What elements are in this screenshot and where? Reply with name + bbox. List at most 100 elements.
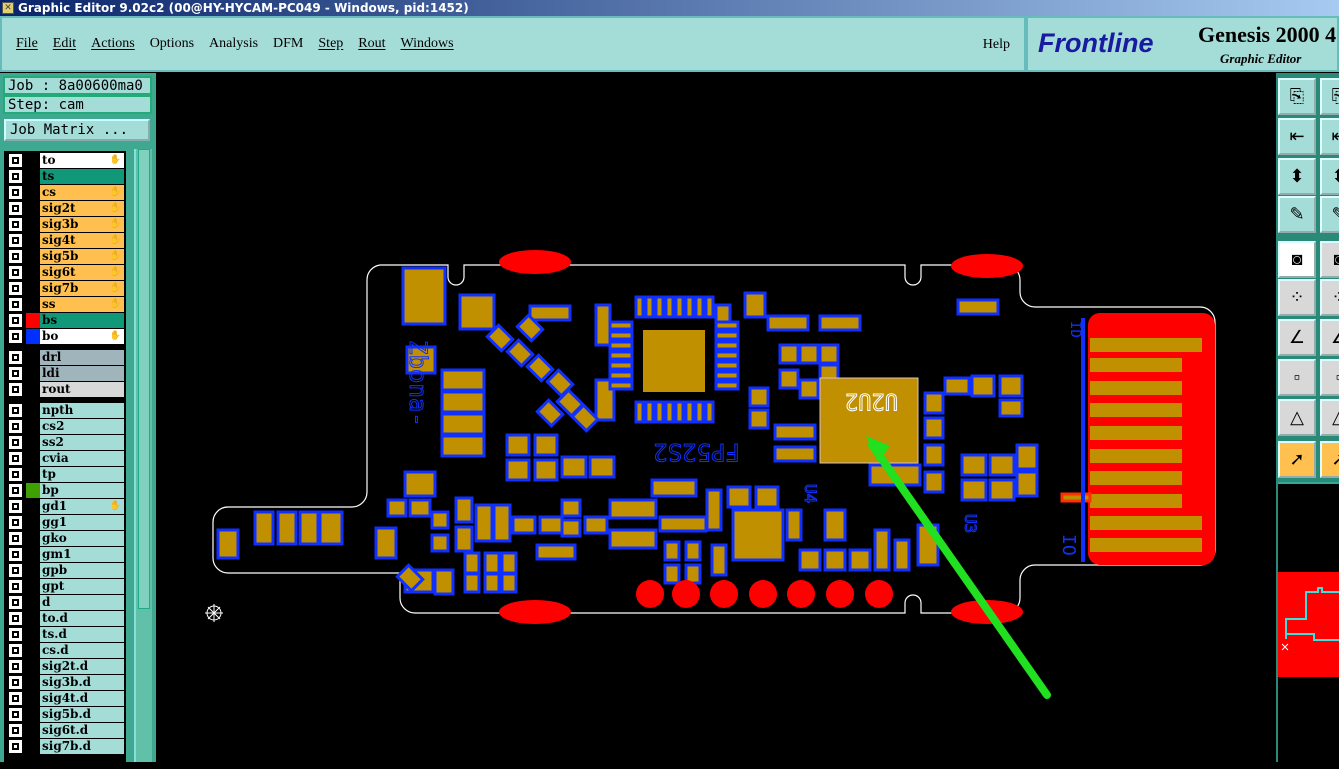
menu-options[interactable]: Options [149, 36, 195, 51]
layer-name[interactable]: bs [40, 313, 124, 328]
layer-row-ss2[interactable]: ss2 [6, 435, 124, 450]
layer-checkbox[interactable] [9, 708, 22, 721]
layer-name[interactable]: drl [40, 350, 124, 365]
triangle-button[interactable]: △ [1278, 399, 1316, 436]
layer-checkbox[interactable] [9, 596, 22, 609]
layer-name[interactable]: d [40, 595, 124, 610]
menu-actions[interactable]: Actions [91, 36, 135, 51]
layer-name[interactable]: to.d [40, 611, 124, 626]
layer-name[interactable]: gpt [40, 579, 124, 594]
scrollbar-thumb[interactable] [138, 149, 150, 609]
graphic-canvas[interactable]: U2U2 FP52S2 Zbona- IO ID U4 U3 [157, 73, 1275, 762]
layer-checkbox[interactable] [9, 580, 22, 593]
layer-row-sig4t.d[interactable]: sig4t.d [6, 691, 124, 706]
layer-row-sig5b.d[interactable]: sig5b.d [6, 707, 124, 722]
layer-name[interactable]: ts [40, 169, 124, 184]
triangle-button[interactable]: △ [1320, 399, 1339, 436]
layer-checkbox[interactable] [9, 724, 22, 737]
layer-row-cs.d[interactable]: cs.d [6, 643, 124, 658]
layer-checkbox[interactable] [9, 234, 22, 247]
menu-step[interactable]: Step [318, 36, 344, 51]
layer-row-cs2[interactable]: cs2 [6, 419, 124, 434]
menu-windows[interactable]: Windows [400, 36, 454, 51]
layer-row-cvia[interactable]: cvia [6, 451, 124, 466]
layer-name[interactable]: ss2 [40, 435, 124, 450]
layer-checkbox[interactable] [9, 250, 22, 263]
layer-name[interactable]: sig4t.d [40, 691, 124, 706]
menu-edit[interactable]: Edit [52, 36, 77, 51]
layer-checkbox[interactable] [9, 484, 22, 497]
layer-name[interactable]: cs2 [40, 419, 124, 434]
paste-button[interactable]: ⎘ [1278, 78, 1316, 115]
job-matrix-button[interactable]: Job Matrix ... [4, 119, 150, 141]
layer-checkbox[interactable] [9, 564, 22, 577]
layer-checkbox[interactable] [9, 436, 22, 449]
line-button[interactable]: ∠ [1278, 319, 1316, 356]
import-button[interactable]: ⇤ [1320, 118, 1339, 155]
layer-checkbox[interactable] [9, 740, 22, 753]
layer-checkbox[interactable] [9, 404, 22, 417]
layer-row-gg1[interactable]: gg1 [6, 515, 124, 530]
layer-checkbox[interactable] [9, 452, 22, 465]
layer-name[interactable]: sig6t.d [40, 723, 124, 738]
layer-row-sig4t[interactable]: sig4t✋ [6, 233, 124, 248]
menu-help[interactable]: Help [982, 37, 1010, 52]
layer-row-sig5b[interactable]: sig5b✋ [6, 249, 124, 264]
line-button[interactable]: ∠ [1320, 319, 1339, 356]
move-pad-button[interactable]: ▫ [1278, 359, 1316, 396]
palette-button[interactable]: ✎ [1278, 196, 1316, 233]
layer-row-rout[interactable]: rout [6, 382, 124, 397]
layer-name[interactable]: bp [40, 483, 124, 498]
layer-checkbox[interactable] [9, 660, 22, 673]
layer-row-bo[interactable]: bo✋ [6, 329, 124, 344]
layer-name[interactable]: sig6t✋ [40, 265, 124, 280]
layer-row-to[interactable]: to✋ [6, 153, 124, 168]
layer-checkbox[interactable] [9, 266, 22, 279]
layer-checkbox[interactable] [9, 468, 22, 481]
layer-checkbox[interactable] [9, 548, 22, 561]
layer-name[interactable]: sig7b✋ [40, 281, 124, 296]
layer-checkbox[interactable] [9, 218, 22, 231]
layer-name[interactable]: npth [40, 403, 124, 418]
layer-checkbox[interactable] [9, 692, 22, 705]
layer-row-sig6t[interactable]: sig6t✋ [6, 265, 124, 280]
layer-name[interactable]: to✋ [40, 153, 124, 168]
layer-checkbox[interactable] [9, 612, 22, 625]
layer-name[interactable]: bo✋ [40, 329, 124, 344]
layer-name[interactable]: sig3b.d [40, 675, 124, 690]
layer-name[interactable]: gm1 [40, 547, 124, 562]
layer-row-bp[interactable]: bp [6, 483, 124, 498]
layer-checkbox[interactable] [9, 628, 22, 641]
layer-name[interactable]: cs.d [40, 643, 124, 658]
palette-button[interactable]: ✎ [1320, 196, 1339, 233]
paste-button[interactable]: ⎘ [1320, 78, 1339, 115]
layer-row-ts[interactable]: ts [6, 169, 124, 184]
layer-row-gpt[interactable]: gpt [6, 579, 124, 594]
layer-row-drl[interactable]: drl [6, 350, 124, 365]
layer-checkbox[interactable] [9, 314, 22, 327]
select-button[interactable]: ➚ [1278, 441, 1316, 478]
nodes-button[interactable]: ⁘ [1320, 279, 1339, 316]
layer-row-to.d[interactable]: to.d [6, 611, 124, 626]
menu-file[interactable]: File [16, 36, 38, 51]
move-pad-button[interactable]: ▫ [1320, 359, 1339, 396]
layer-name[interactable]: ldi [40, 366, 124, 381]
layer-row-sig3b[interactable]: sig3b✋ [6, 217, 124, 232]
layer-row-sig2t[interactable]: sig2t✋ [6, 201, 124, 216]
layer-name[interactable]: cvia [40, 451, 124, 466]
layer-row-npth[interactable]: npth [6, 403, 124, 418]
layer-row-gd1[interactable]: gd1✋ [6, 499, 124, 514]
menu-dfm[interactable]: DFM [273, 36, 304, 51]
layer-name[interactable]: ts.d [40, 627, 124, 642]
layer-checkbox[interactable] [9, 383, 22, 396]
select-button[interactable]: ➚ [1320, 441, 1339, 478]
layer-name[interactable]: sig7b.d [40, 739, 124, 754]
menu-analysis[interactable]: Analysis [209, 36, 259, 51]
layer-checkbox[interactable] [9, 420, 22, 433]
layer-checkbox[interactable] [9, 154, 22, 167]
layer-checkbox[interactable] [9, 298, 22, 311]
layer-name[interactable]: sig2t.d [40, 659, 124, 674]
layer-row-ts.d[interactable]: ts.d [6, 627, 124, 642]
layer-checkbox[interactable] [9, 202, 22, 215]
layer-row-sig6t.d[interactable]: sig6t.d [6, 723, 124, 738]
